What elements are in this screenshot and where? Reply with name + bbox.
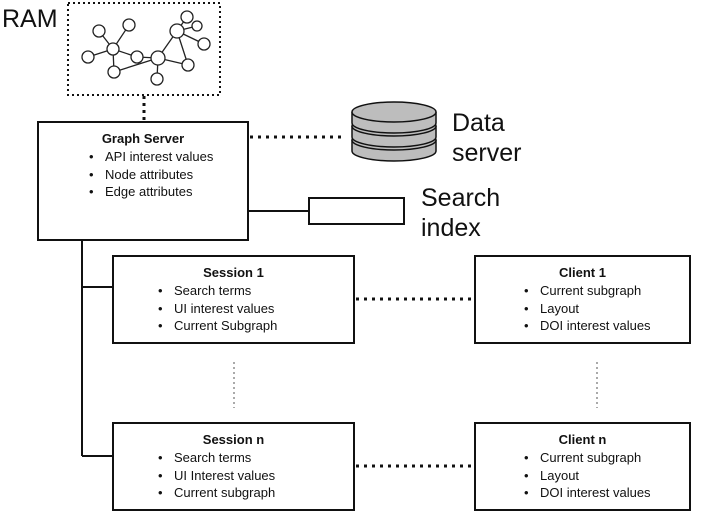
- graph-server-item: Edge attributes: [83, 183, 247, 201]
- network-nodes: [81, 10, 211, 86]
- session-1-title: Session 1: [203, 265, 264, 280]
- session-n-item: Current subgraph: [152, 484, 353, 502]
- client-n-item: DOI interest values: [518, 484, 689, 502]
- client-1-box: Client 1 Current subgraph Layout DOI int…: [474, 255, 691, 344]
- graph-server-title: Graph Server: [101, 131, 185, 146]
- search-index-line2: index: [421, 214, 481, 242]
- database-icon: [351, 101, 437, 162]
- graph-server-list: API interest values Node attributes Edge…: [83, 148, 247, 201]
- client-1-list: Current subgraph Layout DOI interest val…: [518, 282, 689, 335]
- client-1-item: Layout: [518, 300, 689, 318]
- search-index-box: [308, 197, 405, 225]
- graph-server-item: Node attributes: [83, 166, 247, 184]
- session-1-item: UI interest values: [152, 300, 353, 318]
- client-1-title: Client 1: [559, 265, 606, 280]
- client-n-title: Client n: [558, 432, 607, 447]
- client-n-item: Current subgraph: [518, 449, 689, 467]
- ram-box: [67, 2, 221, 96]
- search-index-label: Search index: [421, 183, 500, 243]
- graph-server-item: API interest values: [83, 148, 247, 166]
- search-index-line1: Search: [421, 184, 501, 212]
- session-n-list: Search terms UI Interest values Current …: [152, 449, 353, 502]
- session-n-item: Search terms: [152, 449, 353, 467]
- client-n-item: Layout: [518, 467, 689, 485]
- client-1-item: DOI interest values: [518, 317, 689, 335]
- ram-label: RAM: [2, 5, 58, 33]
- data-server-line2: server: [452, 139, 522, 167]
- client-1-item: Current subgraph: [518, 282, 689, 300]
- session-n-item: UI Interest values: [152, 467, 353, 485]
- session-1-item: Current Subgraph: [152, 317, 353, 335]
- session-n-box: Session n Search terms UI Interest value…: [112, 422, 355, 511]
- session-1-box: Session 1 Search terms UI interest value…: [112, 255, 355, 344]
- client-n-box: Client n Current subgraph Layout DOI int…: [474, 422, 691, 511]
- session-1-item: Search terms: [152, 282, 353, 300]
- session-n-title: Session n: [202, 432, 265, 447]
- data-server-label: Data server: [452, 108, 521, 168]
- client-n-list: Current subgraph Layout DOI interest val…: [518, 449, 689, 502]
- session-1-list: Search terms UI interest values Current …: [152, 282, 353, 335]
- data-server-line1: Data: [452, 109, 505, 137]
- graph-server-box: Graph Server API interest values Node at…: [37, 121, 249, 241]
